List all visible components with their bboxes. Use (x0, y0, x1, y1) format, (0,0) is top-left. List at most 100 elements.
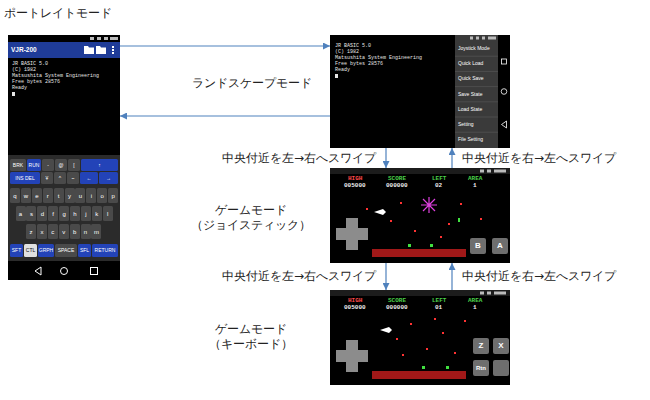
key-label: RETURN (92, 244, 118, 257)
screenshot-panel: HIGH005000SCORE000000LEFT02AREA1BA (330, 168, 510, 263)
screen-text: JR BASIC 5.0 (335, 43, 453, 49)
key-label: k (92, 206, 102, 221)
enemy-dots (366, 202, 482, 238)
phone-screen (330, 35, 510, 148)
player-ship (380, 327, 392, 333)
status-icons (480, 170, 506, 173)
key-label: u (75, 188, 85, 203)
transition-arrow (120, 45, 330, 46)
key-label: v (59, 224, 69, 239)
folder-icon (84, 46, 106, 54)
mode-label: ランドスケープモード (192, 76, 312, 91)
game-screen (330, 168, 510, 263)
game-screen (330, 290, 510, 385)
key-label: e (32, 188, 42, 203)
hud-text: 005000 (344, 183, 366, 189)
hud-text: 000000 (386, 183, 408, 189)
dpad (336, 218, 368, 250)
screen-text: Matsushita System Engineering (335, 55, 453, 61)
blank-button (493, 360, 509, 376)
button-label: A (492, 238, 508, 254)
text-cursor (335, 74, 338, 78)
screenshot-panel: HIGH005000SCORE000000LEFT01AREA1ZXRtn (330, 290, 510, 385)
hud-text: 02 (435, 183, 442, 189)
key-label: BRK (10, 159, 26, 171)
hud-text: HIGH (348, 176, 362, 182)
button-label: X (493, 338, 509, 354)
screen-text: Free bytes 28576 (335, 61, 453, 67)
transition-arrow (385, 148, 386, 168)
hud-text: SCORE (388, 298, 406, 304)
nav-recent-icon (502, 59, 507, 64)
key-label: CTL (24, 244, 37, 257)
explosion (421, 197, 437, 213)
swipe-label: 中央付近を左→右へスワイプ (220, 269, 378, 284)
key-label: c (48, 224, 58, 239)
screenshot-panel: VJR-200JR BASIC 5.0(C) 1982Matsushita Sy… (8, 35, 120, 280)
key-label: d (37, 206, 47, 221)
screenshot-panel: JR BASIC 5.0(C) 1982Matsushita System En… (330, 35, 510, 148)
hud-text: 01 (435, 305, 442, 311)
swipe-label: 中央付近を左→右へスワイプ (220, 151, 378, 166)
keyboard-game-screenshot (330, 290, 510, 385)
key-label: p (108, 188, 118, 203)
key-label: o (97, 188, 107, 203)
button-label: Z (473, 338, 489, 354)
status-icons (470, 37, 496, 40)
joystick-game-screenshot (330, 168, 510, 263)
nav-back-icon (35, 267, 41, 275)
transition-arrow (451, 263, 452, 290)
phone-screen (8, 35, 120, 280)
key-label: [ (68, 159, 80, 171)
key-label: q (10, 188, 20, 203)
hud-text: AREA (468, 298, 482, 304)
key-label: t (54, 188, 64, 203)
menu-panel (455, 35, 498, 148)
landscape-screenshot (330, 35, 510, 148)
menu-item: Quick Load (456, 56, 497, 71)
key-label: RUN (27, 159, 41, 171)
key-label: g (59, 206, 69, 221)
green-objects (408, 218, 460, 247)
key-label: h (70, 206, 80, 221)
nav-home-icon (61, 268, 68, 275)
screen-text: (C) 1982 (335, 49, 453, 55)
button-label: Rtn (473, 360, 489, 376)
hud-text: LEFT (432, 298, 446, 304)
key-label: a (16, 206, 26, 221)
key-label: ↑ (81, 159, 118, 171)
keyboard-panel (8, 155, 120, 261)
menu-item: Joystick Mode (456, 41, 497, 56)
transition-arrow (385, 263, 386, 290)
key-label: @ (55, 159, 67, 171)
nav-recent-icon (91, 268, 98, 275)
key-label: SFT (10, 244, 23, 257)
key-label: ~ (67, 172, 79, 184)
key-label: ¥ (41, 172, 53, 184)
ground-bar (372, 371, 466, 379)
key-label: SFL (78, 244, 91, 257)
key-label: s (26, 206, 36, 221)
transition-arrow (451, 148, 452, 168)
screen-text: Ready (12, 85, 116, 91)
connector-group (120, 46, 452, 290)
enemy-dots (396, 318, 466, 356)
ground-bar (372, 249, 466, 257)
button-label: B (470, 238, 486, 254)
key-label: SPACE (55, 244, 77, 257)
mode-label: ポートレイトモード (4, 6, 112, 21)
overflow-menu-icon (112, 46, 114, 54)
key-label: n (81, 224, 91, 239)
key-label: m (91, 224, 101, 239)
hud-text: 1 (473, 305, 477, 311)
status-icons (480, 292, 506, 295)
menu-separator (455, 56, 498, 132)
nav-back-icon (502, 121, 507, 128)
hud-text: SCORE (388, 176, 406, 182)
key-label: x (37, 224, 47, 239)
key-label: w (21, 188, 31, 203)
screen-text: Free bytes 28576 (12, 79, 116, 85)
menu-item: Quick Save (456, 71, 497, 86)
app-title: VJR-200 (11, 44, 61, 56)
